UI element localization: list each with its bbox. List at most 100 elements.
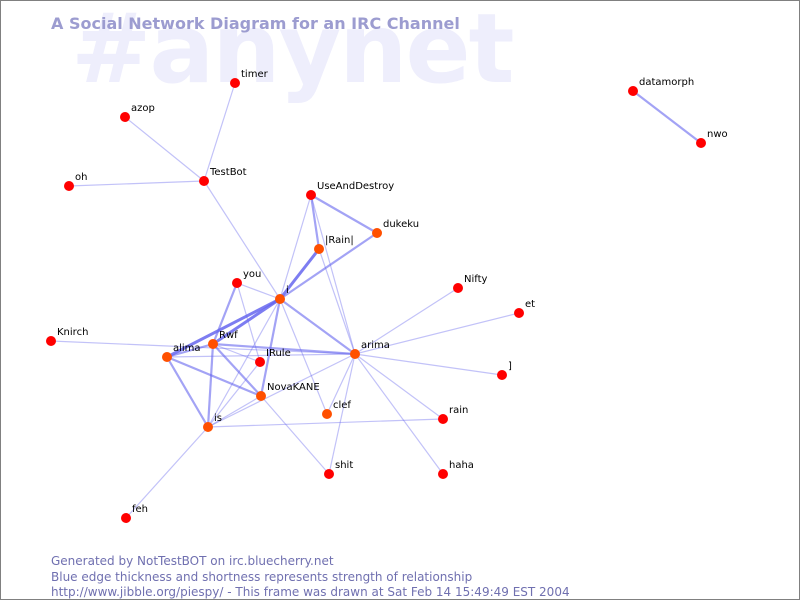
node-shit[interactable]: shit [324, 460, 353, 479]
node-novakane[interactable]: NovaKANE [256, 382, 320, 401]
node-label: TestBot [209, 167, 247, 178]
node-dot[interactable] [208, 339, 218, 349]
edge-i-is [207, 298, 281, 428]
node-dot[interactable] [497, 370, 507, 380]
node-azop[interactable]: azop [120, 103, 155, 122]
node-irule[interactable]: IRule [255, 348, 291, 367]
node-label: azop [131, 103, 155, 114]
node-datamorph[interactable]: datamorph [628, 77, 694, 96]
node-rwf[interactable]: Rwf [208, 330, 238, 349]
edge-rain-i [278, 248, 321, 300]
node-dot[interactable] [324, 469, 334, 479]
node-knirch[interactable]: Knirch [46, 327, 88, 346]
node-label: alima [173, 343, 201, 354]
node-is[interactable]: is [203, 413, 222, 432]
node-dot[interactable] [322, 409, 332, 419]
edge-arima-nifty [354, 287, 459, 355]
node-dot[interactable] [120, 112, 130, 122]
edge-useanddestroy-dukeku [310, 194, 378, 234]
node-i[interactable]: i [275, 285, 289, 304]
node-dot[interactable] [372, 228, 382, 238]
node-you[interactable]: you [232, 269, 261, 288]
node-haha[interactable]: haha [438, 460, 474, 479]
node-nifty[interactable]: Nifty [453, 274, 488, 293]
node-dot[interactable] [162, 352, 172, 362]
node-dot[interactable] [514, 308, 524, 318]
node-label: nwo [707, 129, 728, 140]
node-dot[interactable] [453, 283, 463, 293]
node-dot[interactable] [203, 422, 213, 432]
edge-arima-clef [326, 353, 356, 415]
edge-useanddestroy-arima [310, 194, 356, 355]
node-dot[interactable] [438, 469, 448, 479]
edge-is-rain [207, 418, 444, 428]
node-label: datamorph [639, 77, 694, 88]
node-label: haha [449, 460, 474, 471]
footer-url-timestamp: http://www.jibble.org/piespy/ - This fra… [51, 585, 570, 599]
node-dukeku[interactable]: dukeku [372, 219, 419, 238]
node-nwo[interactable]: nwo [696, 129, 728, 148]
edge-azop-testbot [124, 116, 205, 182]
node-label: Rwf [219, 330, 238, 341]
edge-arima-shit [328, 353, 356, 475]
edge-arima-et [354, 312, 520, 355]
edge-timer-testbot [203, 82, 236, 182]
edge-you-irule [236, 282, 261, 363]
node-label: Knirch [57, 327, 88, 338]
diagram-title: A Social Network Diagram for an IRC Chan… [51, 14, 460, 33]
edge-oh-testbot [68, 180, 205, 187]
node-dot[interactable] [64, 181, 74, 191]
node-label: UseAndDestroy [317, 181, 394, 192]
edge-you-rwf [211, 282, 239, 345]
node-et[interactable]: et [514, 299, 535, 318]
edge-alima-arima [166, 353, 356, 358]
node-dot[interactable] [256, 391, 266, 401]
edge-rwf-arima [212, 342, 356, 356]
node-dot[interactable] [275, 294, 285, 304]
node-dot[interactable] [314, 244, 324, 254]
node-alima[interactable]: alima [162, 343, 201, 362]
node-clef[interactable]: clef [322, 400, 351, 419]
node-label: timer [241, 69, 269, 80]
node-dot[interactable] [232, 278, 242, 288]
edge-novakane-shit [260, 395, 330, 475]
node-dot[interactable] [306, 190, 316, 200]
edge-rwf-novakane [212, 343, 262, 397]
node-dot[interactable] [230, 78, 240, 88]
node-bracket[interactable]: ] [497, 361, 512, 380]
edge-i-arima [279, 298, 356, 355]
node-feh[interactable]: feh [121, 504, 148, 523]
node-label: IRule [266, 348, 291, 359]
channel-watermark: #anynet [71, 0, 514, 105]
node-dot[interactable] [350, 349, 360, 359]
edge-testbot-i [203, 180, 281, 300]
node-rain[interactable]: rain [438, 405, 468, 424]
node-dot[interactable] [438, 414, 448, 424]
edge-irule-is [207, 361, 261, 428]
node-label: |Rain| [325, 235, 354, 246]
footer-legend: Blue edge thickness and shortness repres… [51, 570, 473, 584]
node-arima[interactable]: arima [350, 340, 390, 359]
node-dot[interactable] [199, 176, 209, 186]
node-dot[interactable] [696, 138, 706, 148]
node-testbot[interactable]: TestBot [199, 167, 247, 186]
node-dot[interactable] [628, 86, 638, 96]
node-label: shit [335, 460, 353, 471]
edge-alima-novakane [166, 355, 262, 398]
node-rain[interactable]: |Rain| [314, 235, 354, 254]
node-dot[interactable] [255, 357, 265, 367]
edge-alima-is [166, 356, 209, 428]
node-label: feh [132, 504, 148, 515]
node-label: dukeku [383, 219, 419, 230]
node-dot[interactable] [121, 513, 131, 523]
node-timer[interactable]: timer [230, 69, 269, 88]
edge-useanddestroy-i [279, 194, 312, 300]
edge-is-feh [125, 426, 209, 519]
node-dot[interactable] [46, 336, 56, 346]
edge-useanddestroy-rain [309, 194, 321, 250]
node-oh[interactable]: oh [64, 172, 87, 191]
edge-rwf-alima [166, 342, 214, 359]
node-useanddestroy[interactable]: UseAndDestroy [306, 181, 394, 200]
node-label: arima [361, 340, 390, 351]
